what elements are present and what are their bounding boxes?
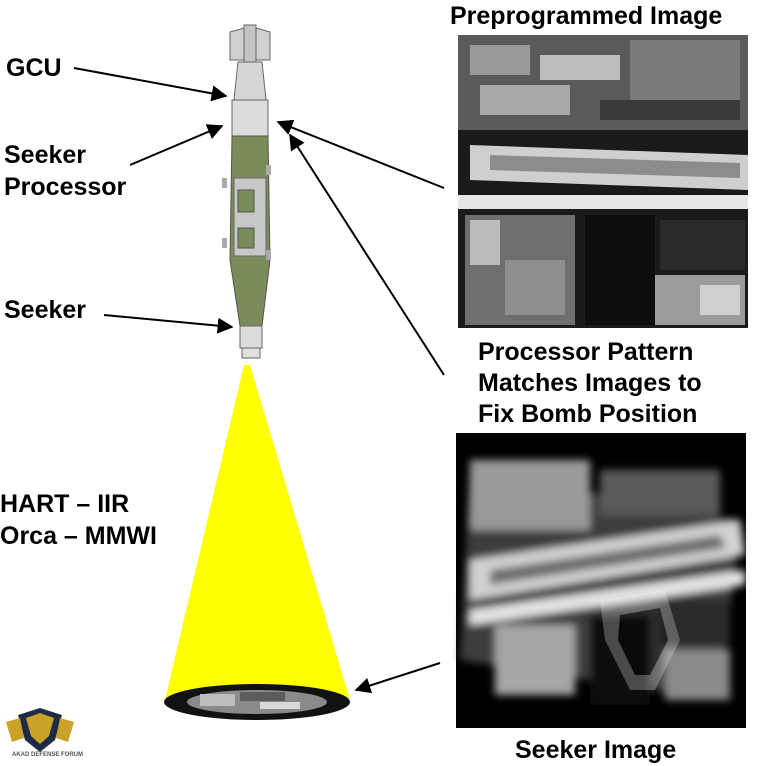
seeker-image-label: Seeker Image — [515, 736, 677, 764]
pattern-to-bomb-arrow — [289, 133, 445, 376]
processor-pattern-label-line3: Fix Bomb Position — [478, 400, 698, 428]
seeker-label: Seeker — [4, 296, 87, 324]
seeker-image-photo — [456, 433, 746, 728]
arrows — [73, 67, 445, 694]
gcu-section — [231, 99, 269, 137]
hart-iir-label: HART – IIR — [0, 490, 130, 518]
seeker-processor-label-line2: Processor — [4, 173, 127, 201]
watermark-emblem-overlay — [600, 590, 680, 690]
processor-pattern-label-line1: Processor Pattern — [478, 338, 694, 366]
seeker-processor-label-line1: Seeker — [4, 141, 87, 169]
seeker-processor-arrow — [129, 124, 224, 166]
seeker-image-to-footprint-arrow — [354, 662, 441, 694]
preprogrammed-to-bomb-arrow — [276, 119, 445, 189]
forum-logo — [6, 708, 74, 752]
seeker-section — [239, 325, 263, 349]
forum-logo-text: AKAD DEFENSE FORUM — [12, 752, 84, 758]
seeker-beam — [164, 365, 350, 720]
gcu-arrow — [73, 67, 228, 102]
seeker-arrow — [103, 314, 234, 334]
preprogrammed-image-label: Preprogrammed Image — [450, 2, 723, 30]
processor-pattern-label-line2: Matches Images to — [478, 369, 702, 397]
preprogrammed-image-photo — [458, 35, 748, 328]
gcu-label: GCU — [6, 54, 62, 82]
orca-mmwi-label: Orca – MMWI — [0, 522, 157, 550]
bomb — [222, 24, 271, 359]
